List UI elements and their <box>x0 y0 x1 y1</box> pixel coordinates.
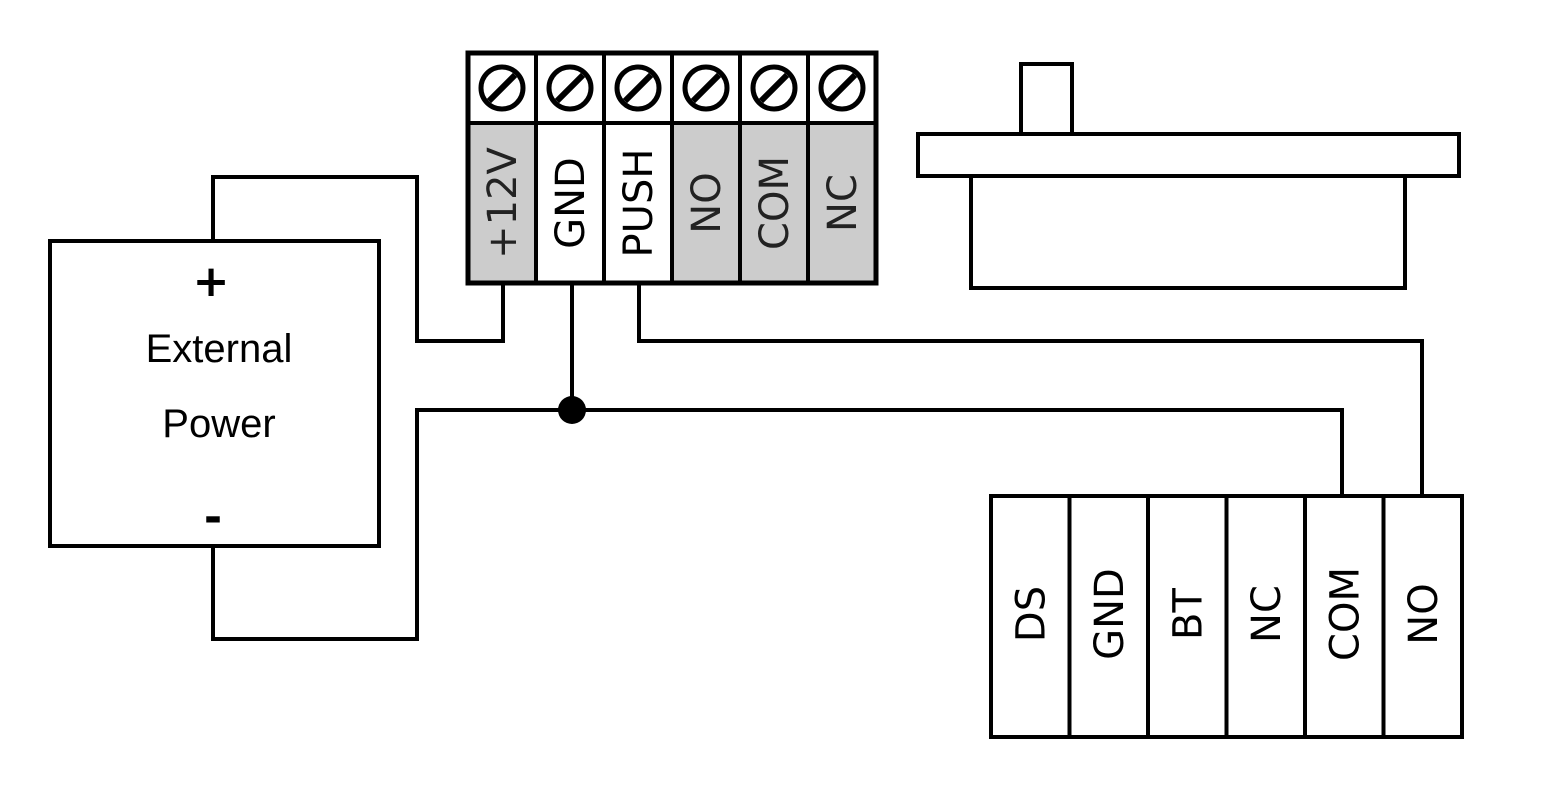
exit-terminal-label: NO <box>1401 583 1447 644</box>
wires <box>211 175 1424 641</box>
junction-dot <box>558 396 586 424</box>
exit-terminal-bt: BT <box>1146 494 1229 739</box>
screw-slot <box>690 72 722 104</box>
exit-terminal-gnd: GND <box>1067 494 1150 739</box>
power-label-line2: Power <box>162 402 275 446</box>
exit-terminal-label: BT <box>1165 587 1211 639</box>
terminal-label: +12V <box>480 146 526 258</box>
external-power-supply: + External Power - <box>48 239 381 548</box>
terminal-com: COM <box>738 51 810 285</box>
door-lock-device <box>916 62 1461 290</box>
exit-terminal-no: NO <box>1381 494 1464 739</box>
screw-slot <box>758 72 790 104</box>
wire-push <box>637 283 1424 496</box>
screw-slot <box>554 72 586 104</box>
terminal-block-outline <box>465 50 879 286</box>
power-plus-sign: + <box>193 256 230 307</box>
exit-terminal-cell <box>1303 494 1386 739</box>
exit-terminal-label: COM <box>1322 567 1368 661</box>
lock-bolt <box>1019 62 1074 138</box>
lock-body <box>969 172 1407 290</box>
terminal-block: +12V GND PUSH NO COM NC <box>465 50 879 286</box>
exit-terminal-label: GND <box>1087 568 1133 660</box>
exit-terminal-cell <box>1224 494 1307 739</box>
power-minus-sign: - <box>204 492 222 543</box>
terminal-gnd: GND <box>534 51 606 285</box>
terminal-12v: +12V <box>466 51 538 285</box>
terminal-label: GND <box>548 157 594 249</box>
terminal-label: PUSH <box>616 149 662 258</box>
terminal-nc: NC <box>806 51 878 285</box>
terminal-push: PUSH <box>602 51 674 285</box>
wire-ground-bus <box>211 408 1344 641</box>
screw-slot <box>826 72 858 104</box>
exit-terminal-label: DS <box>1008 586 1054 642</box>
label-cell <box>806 121 878 285</box>
screw-slot <box>486 72 518 104</box>
screw-slot <box>622 72 654 104</box>
terminal-no: NO <box>670 51 742 285</box>
wire-plus12v <box>211 175 505 343</box>
lock-faceplate <box>916 132 1461 178</box>
exit-button-terminal-block: DS GND BT NC COM NO <box>989 494 1464 739</box>
exit-terminal-ds: DS <box>989 494 1072 739</box>
power-supply-box <box>48 239 381 548</box>
exit-terminal-cell <box>1067 494 1150 739</box>
power-label-line1: External <box>146 327 293 371</box>
terminal-label: NO <box>684 172 730 233</box>
exit-terminal-cell <box>1381 494 1464 739</box>
exit-terminal-com: COM <box>1303 494 1386 739</box>
exit-terminal-cell <box>989 494 1072 739</box>
terminal-label: NC <box>820 174 866 232</box>
exit-terminal-cell <box>1146 494 1229 739</box>
terminal-label: COM <box>752 156 798 250</box>
exit-terminal-label: NC <box>1244 585 1290 643</box>
exit-terminal-nc: NC <box>1224 494 1307 739</box>
